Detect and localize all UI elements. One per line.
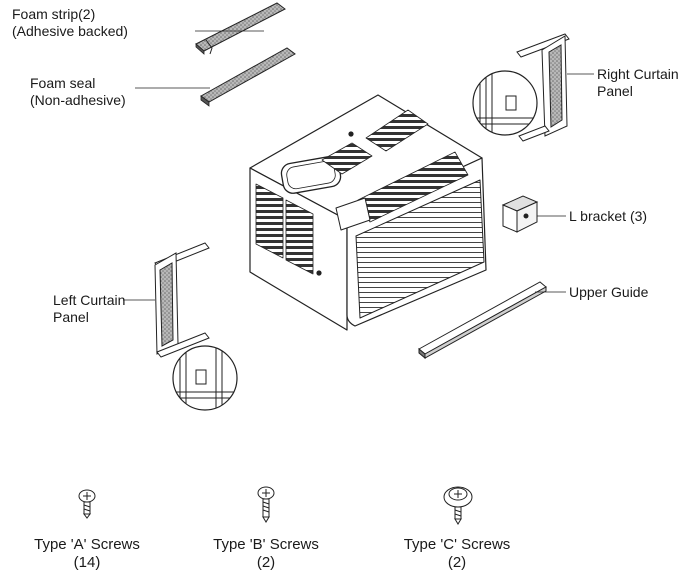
left-curtain-detail-magnifier	[172, 345, 238, 411]
left-curtain-label: Left Curtain	[53, 292, 126, 308]
screw-type-a-name: Type 'A' Screws	[34, 536, 140, 553]
left-curtain-sublabel: Panel	[53, 309, 89, 325]
foam-seal-label: Foam seal	[30, 75, 96, 91]
screw-type-b-caption: Type 'B' Screws (2)	[206, 536, 326, 572]
l-bracket-label: L bracket (3)	[569, 208, 648, 224]
l-bracket	[501, 195, 539, 233]
screw-type-a-qty: (14)	[73, 554, 101, 571]
right-curtain-detail-magnifier	[472, 70, 538, 136]
screw-type-c-icon	[443, 486, 473, 525]
foam-strip	[195, 2, 286, 55]
foam-strip-label: Foam strip(2)	[12, 6, 96, 22]
screw-type-c-name: Type 'C' Screws	[403, 536, 511, 553]
screw-type-c-qty: (2)	[447, 554, 467, 571]
screw-type-a-icon	[78, 489, 96, 519]
screw-type-b-icon	[257, 486, 275, 523]
screw-type-a-caption: Type 'A' Screws (14)	[27, 536, 147, 572]
screw-type-c-caption: Type 'C' Screws (2)	[397, 536, 517, 572]
foam-seal	[200, 47, 296, 107]
foam-seal-sublabel: (Non-adhesive)	[30, 92, 126, 108]
left-curtain-panel	[154, 242, 210, 358]
right-curtain-sublabel: Panel	[597, 83, 633, 99]
screw-type-b-name: Type 'B' Screws	[213, 536, 319, 553]
screw-type-b-qty: (2)	[256, 554, 276, 571]
right-curtain-label: Right Curtain	[597, 66, 679, 82]
air-conditioner-unit	[249, 94, 487, 331]
upper-guide-label: Upper Guide	[569, 284, 649, 300]
upper-guide	[418, 281, 547, 360]
right-curtain-panel	[516, 33, 570, 142]
foam-strip-sublabel: (Adhesive backed)	[12, 23, 128, 39]
